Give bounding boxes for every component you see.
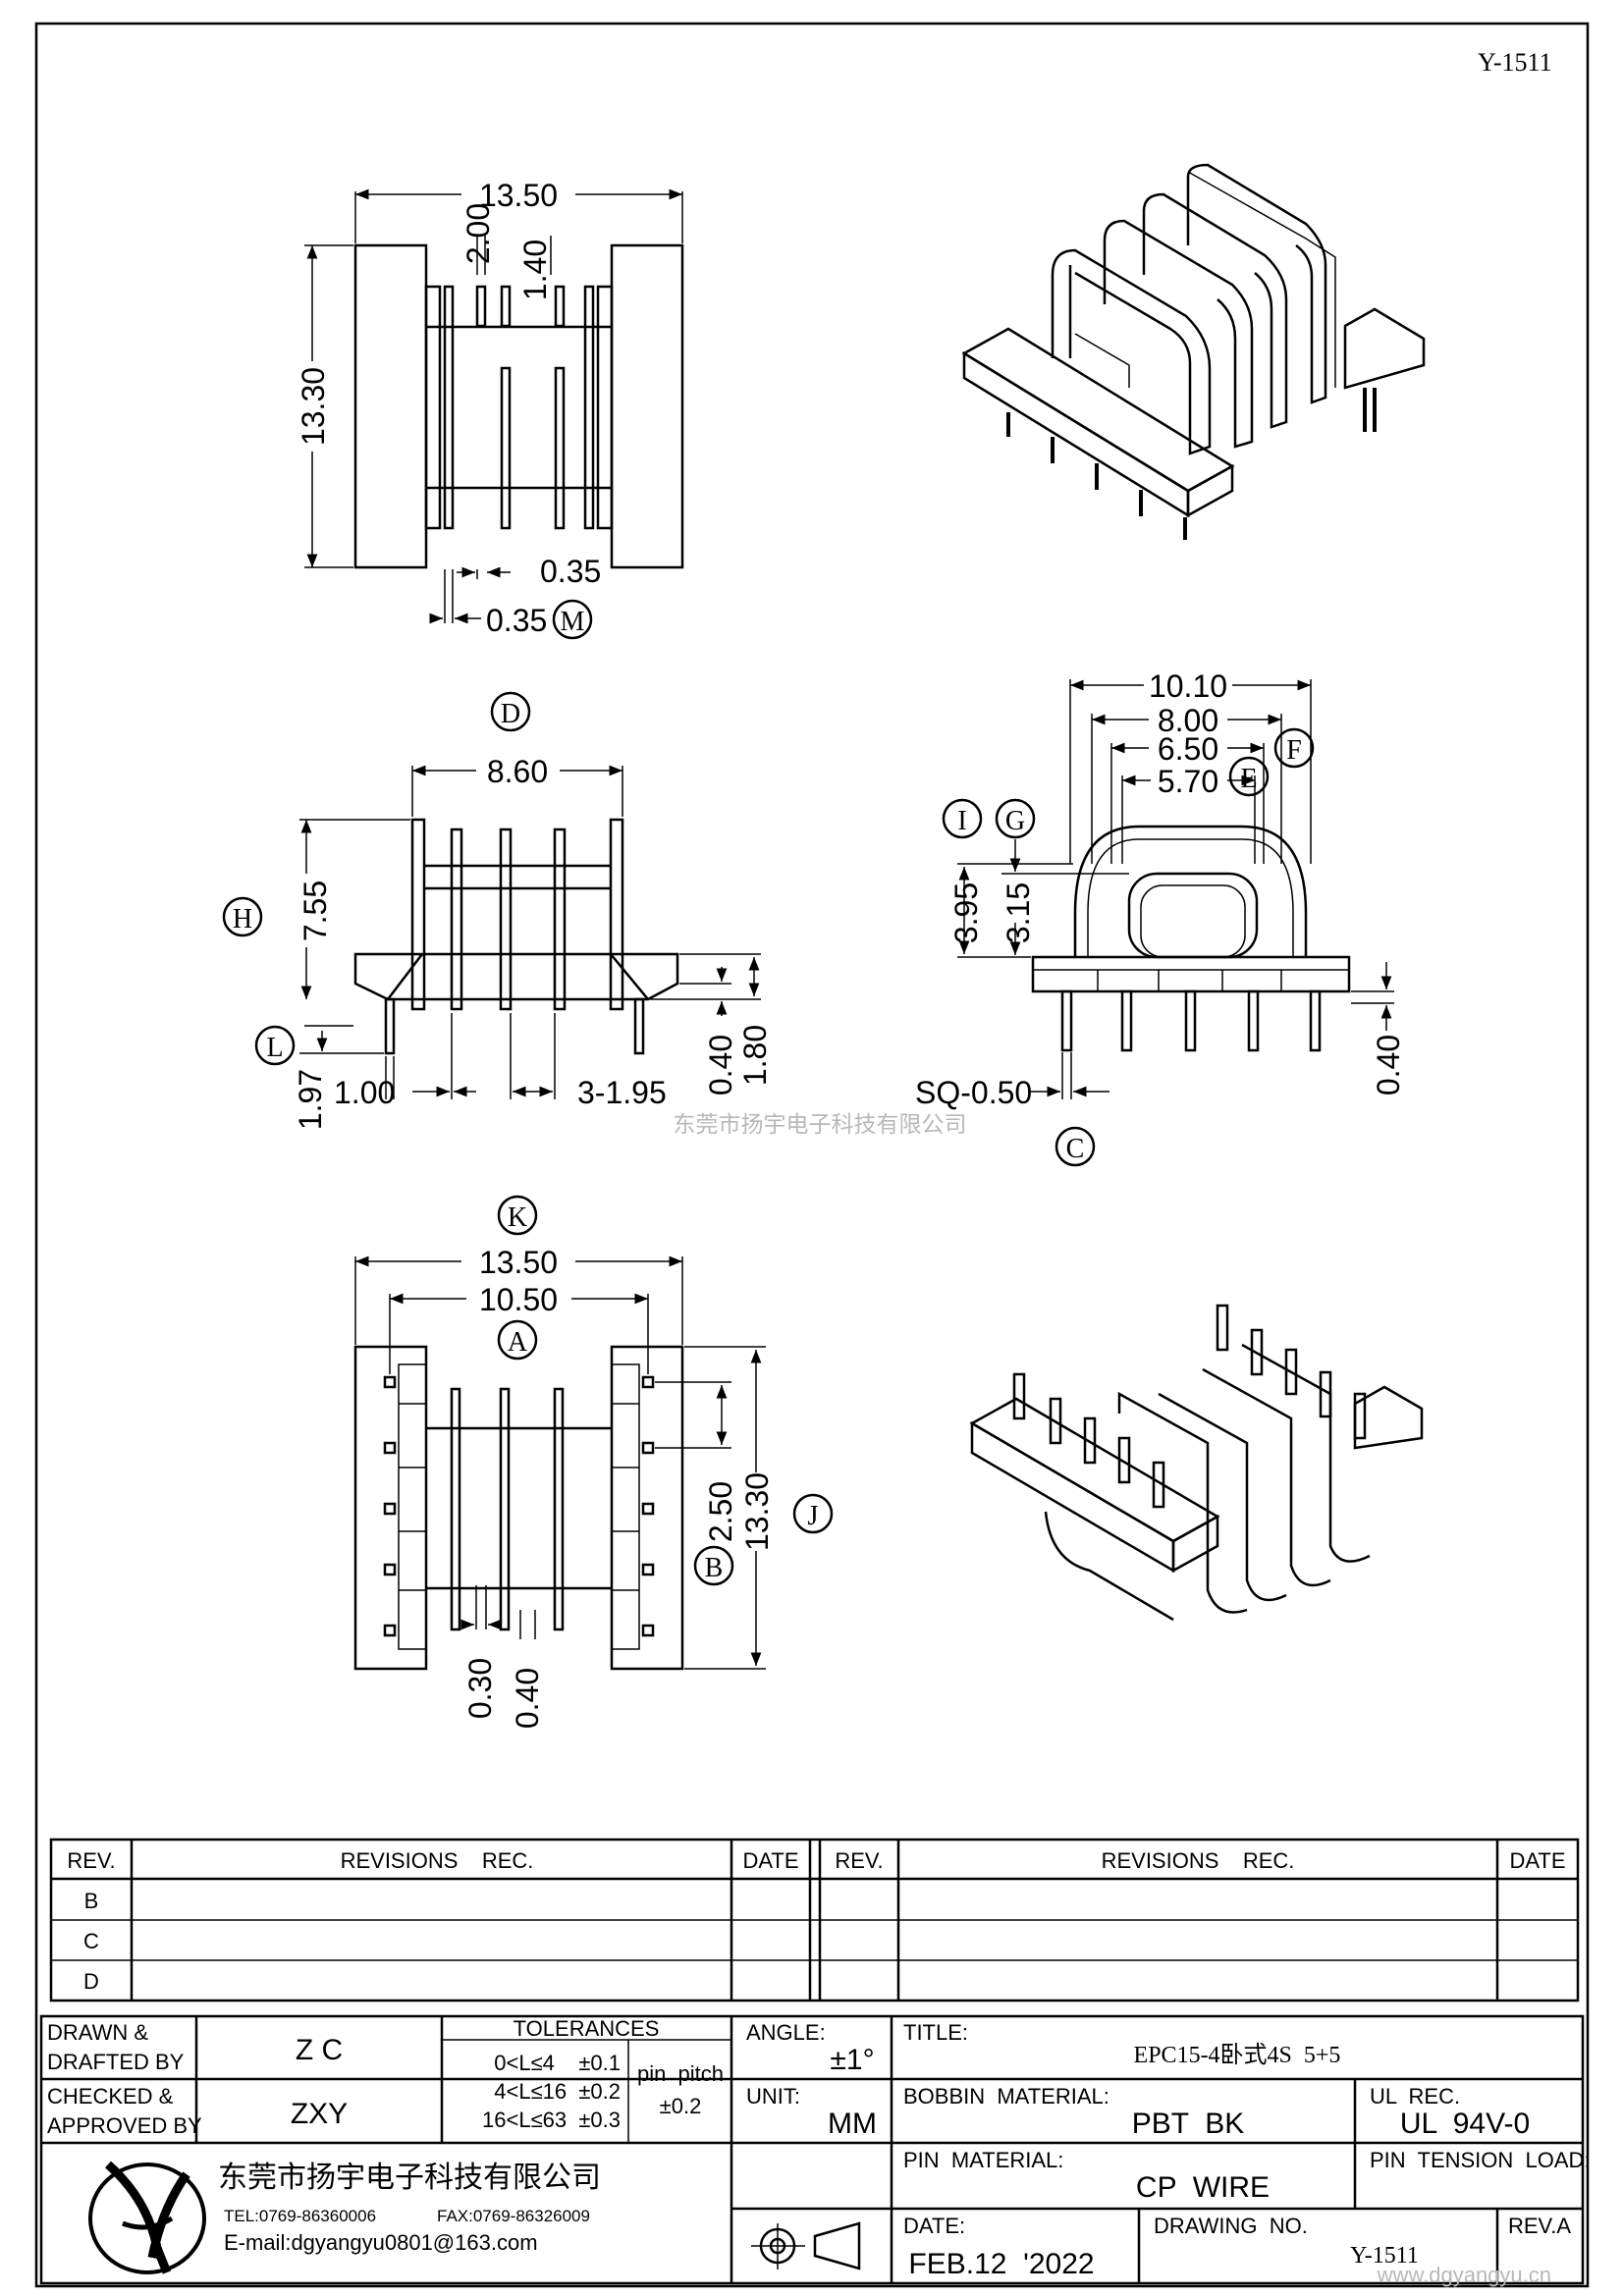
bobbin-material-label: BOBBIN MATERIAL: <box>903 2084 1109 2109</box>
rev-row-d: D <box>83 1969 99 1994</box>
tol-row-2: 4<L≤16 ±0.2 <box>494 2079 621 2104</box>
tol-row-3: 16<L≤63 ±0.3 <box>482 2108 621 2132</box>
dim-front-base-height: 1.80 <box>737 1025 773 1086</box>
rec-header-left: REVISIONS REC. <box>341 1848 534 1873</box>
bobbin-material-value: PBT BK <box>1132 2108 1245 2140</box>
angle-label: ANGLE: <box>746 2020 826 2045</box>
dim-front-height: 7.55 <box>298 881 333 941</box>
unit-value: MM <box>828 2108 877 2140</box>
company-fax: FAX:0769-86326009 <box>437 2207 590 2225</box>
iso-view-top <box>961 163 1426 540</box>
tol-row-1: 0<L≤4 ±0.1 <box>494 2051 621 2075</box>
approved-by-value: ZXY <box>291 2098 348 2130</box>
dim-side-w2: 8.00 <box>1158 703 1218 738</box>
drawing-no-value: Y-1511 <box>1350 2243 1419 2269</box>
checked-label: CHECKED & <box>47 2084 174 2109</box>
dim-front-pin-length: 1.97 <box>293 1069 328 1130</box>
dim-side-w1: 10.10 <box>1149 668 1227 704</box>
dim-top-slot-gap: 1.40 <box>517 240 553 300</box>
dim-front-pin-offset: 1.00 <box>334 1075 395 1110</box>
date-value: FEB.12 '2022 <box>908 2248 1094 2280</box>
mark-l: L <box>266 1033 283 1063</box>
dim-side-pin-sq: SQ-0.50 <box>915 1075 1032 1110</box>
drawn-by-value: Z C <box>296 2034 343 2066</box>
mark-e: E <box>1240 764 1257 794</box>
sheet-border <box>34 22 1590 2288</box>
dim-side-h1: 3.95 <box>948 882 984 943</box>
rev-row-b: B <box>84 1889 99 1913</box>
dim-top-width: 13.50 <box>479 178 558 213</box>
dim-front-pitch: 3-1.95 <box>577 1075 667 1110</box>
mark-m: M <box>561 607 585 637</box>
date-header-right: DATE <box>1509 1848 1565 1873</box>
mark-j: J <box>808 1501 819 1531</box>
dim-bottom-slot1: 0.30 <box>462 1658 498 1719</box>
dim-top-wall: 0.35 <box>486 603 547 638</box>
pin-pitch-tol: ±0.2 <box>660 2094 702 2118</box>
approved-label: APPROVED BY <box>47 2113 202 2138</box>
dim-top-flange-gap: 2.00 <box>460 203 496 264</box>
dim-bottom-pitch: 2.50 <box>703 1481 738 1542</box>
ul-rec-value: UL 94V-0 <box>1400 2108 1530 2140</box>
revision-table <box>49 1838 1580 2002</box>
company-email: E-mail:dgyangyu0801@163.com <box>224 2230 538 2255</box>
date-header-left: DATE <box>742 1848 798 1873</box>
bottom-view: K <box>353 1195 834 1729</box>
dim-bottom-width-inner: 10.50 <box>479 1282 558 1317</box>
dim-front-base-offset: 0.40 <box>703 1035 738 1095</box>
ul-rec-label: UL REC. <box>1370 2084 1460 2109</box>
mark-a: A <box>508 1327 528 1358</box>
pin-tension-label: PIN TENSION LOAD: <box>1370 2148 1591 2172</box>
pin-material-value: CP WIRE <box>1136 2171 1270 2204</box>
dim-bottom-width-outer: 13.50 <box>479 1245 558 1280</box>
dim-bottom-height: 13.30 <box>739 1472 775 1551</box>
rev-row-c: C <box>83 1929 99 1953</box>
top-view: 13.50 13.30 2.00 1.40 0.35 0.35 M <box>296 178 684 640</box>
side-view: 10.10 8.00 6.50 5.70 E F I G 3.95 3.15 <box>915 668 1406 1167</box>
company-name: 东莞市扬宇电子科技有限公司 <box>218 2162 601 2194</box>
rev-header-right: REV. <box>835 1848 883 1873</box>
drawing-no-label: DRAWING NO. <box>1154 2214 1308 2238</box>
rev-value: REV.A <box>1508 2214 1571 2238</box>
drawing-number-top: Y-1511 <box>1478 48 1552 77</box>
website-watermark: www.dgyangyu.cn <box>1377 2263 1551 2287</box>
pin-material-label: PIN MATERIAL: <box>903 2148 1063 2172</box>
dim-top-height: 13.30 <box>296 367 331 446</box>
dim-side-h2: 3.15 <box>1001 882 1036 943</box>
company-logo-icon <box>88 2161 206 2274</box>
mark-i: I <box>957 806 966 836</box>
dim-side-pin-offset: 0.40 <box>1371 1035 1406 1095</box>
mark-h: H <box>233 904 252 934</box>
dim-front-width: 8.60 <box>487 754 548 789</box>
title-value: EPC15-4卧式4S 5+5 <box>1134 2042 1341 2068</box>
angle-value: ±1° <box>830 2044 874 2076</box>
dim-side-w4: 5.70 <box>1158 764 1218 799</box>
drawn-label: DRAWN & <box>47 2020 148 2045</box>
front-view: D 8.60 7.55 H 1.80 0.40 L <box>222 691 773 1130</box>
dim-top-slot-width: 0.35 <box>540 554 601 589</box>
dim-bottom-slot2: 0.40 <box>510 1668 545 1729</box>
watermark: 东莞市扬宇电子科技有限公司 <box>674 1111 967 1137</box>
mark-f: F <box>1286 735 1302 766</box>
rec-header-right: REVISIONS REC. <box>1102 1848 1295 1873</box>
date-label: DATE: <box>903 2214 965 2238</box>
mark-b: B <box>705 1553 724 1583</box>
unit-label: UNIT: <box>746 2084 800 2109</box>
tolerances-label: TOLERANCES <box>514 2016 660 2041</box>
iso-view-bottom <box>969 1304 1424 1622</box>
rev-header-left: REV. <box>67 1848 115 1873</box>
mark-k: K <box>508 1202 527 1233</box>
mark-g: G <box>1005 806 1025 836</box>
title-label: TITLE: <box>903 2020 968 2045</box>
title-block <box>39 2014 1585 2285</box>
mark-d: D <box>501 699 520 729</box>
company-tel: TEL:0769-86360006 <box>224 2207 376 2225</box>
projection-symbol-icon <box>751 2221 861 2270</box>
mark-c: C <box>1066 1134 1085 1164</box>
pin-pitch-label: pin pitch <box>637 2061 724 2086</box>
dim-side-w3: 6.50 <box>1158 731 1218 767</box>
drafted-label: DRAFTED BY <box>47 2050 185 2074</box>
